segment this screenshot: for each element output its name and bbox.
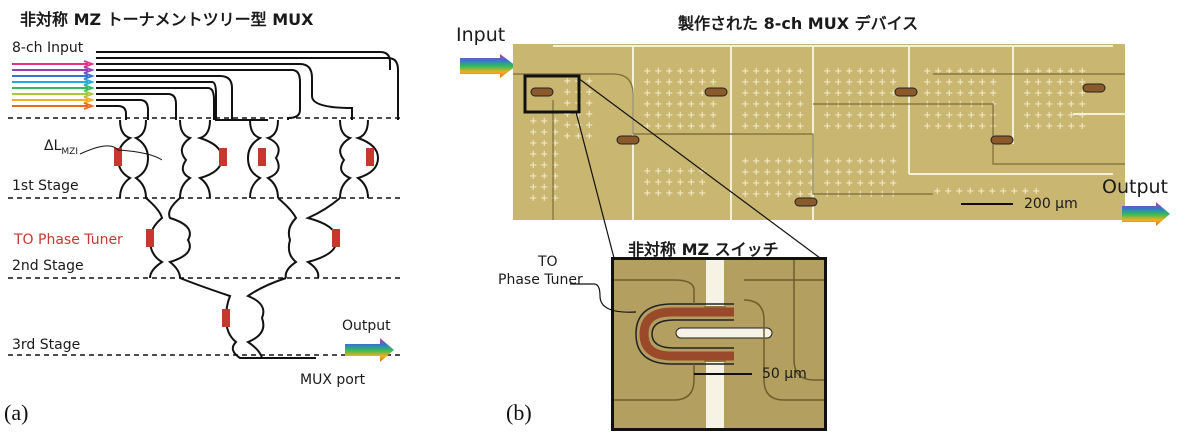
inset-tuner-label-1: TO [538, 254, 558, 270]
output-arrow-b [1122, 202, 1172, 228]
scale-label-inset: 50 μm [762, 366, 807, 382]
output-label-b: Output [1102, 176, 1168, 198]
inset-tuner-pointer [570, 276, 690, 336]
panel-b-letter: (b) [506, 400, 532, 426]
scale-label-main: 200 μm [1024, 196, 1078, 212]
